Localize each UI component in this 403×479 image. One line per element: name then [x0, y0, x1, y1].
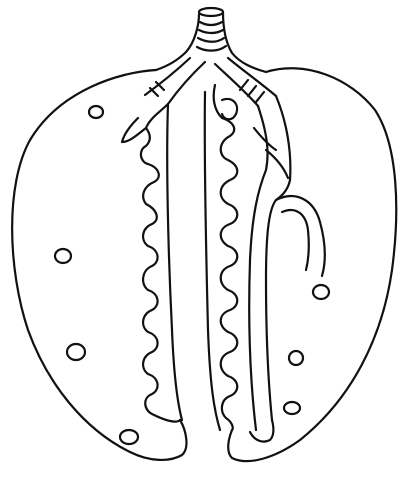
trachea-top-ring [199, 8, 223, 16]
left-upper-fissure [122, 118, 146, 142]
left-medial-inner-edge [167, 104, 182, 420]
trachea-ring-3 [198, 38, 224, 42]
right-channel-loop [276, 196, 325, 276]
right-channel-outer [249, 106, 267, 430]
trachea-right-edge [223, 12, 266, 72]
trachea-ring-1 [200, 22, 222, 25]
right-medial-lobed-edge [214, 85, 238, 430]
bronchus-hatch-3 [240, 80, 248, 90]
bronchus-hatch-5 [256, 92, 264, 102]
trachea-ring-4 [197, 46, 226, 51]
right-upper-bronchiole [266, 150, 288, 178]
left-nodule-2 [55, 249, 71, 263]
left-bronchus-inner [168, 62, 205, 104]
bronchus-hatch-4 [248, 86, 256, 96]
left-lung-outline [12, 70, 186, 460]
left-nodule-4 [120, 430, 138, 444]
right-nodule-1 [313, 285, 329, 299]
right-channel-connector [250, 420, 273, 442]
right-nodule-2 [289, 351, 303, 365]
right-medial-inner-edge [205, 92, 220, 430]
trachea-left-edge [156, 14, 199, 70]
left-nodule-3 [67, 344, 85, 360]
right-upper-notch [222, 99, 237, 119]
trachea-ring-2 [199, 30, 223, 33]
left-nodule-1 [89, 106, 103, 118]
right-channel-loop-inner [282, 210, 309, 270]
right-nodule-3 [284, 402, 300, 414]
